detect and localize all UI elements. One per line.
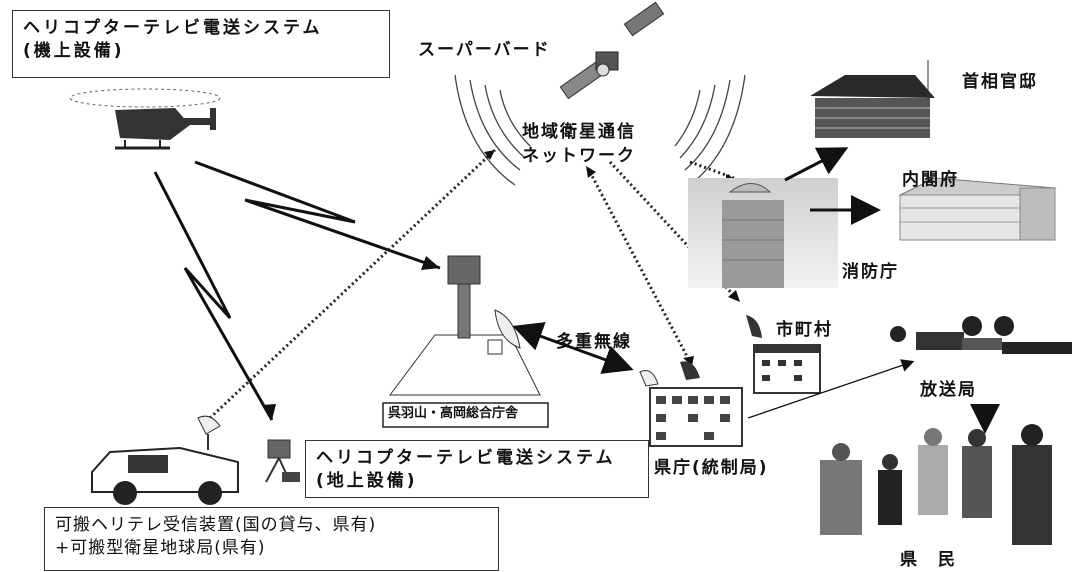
citizens-group-icon: [820, 424, 1052, 545]
arrowhead: [484, 150, 495, 160]
superbird-label: スーパーバード: [418, 40, 551, 60]
portable-equipment-line2: +可搬型衛星地球局(県有): [55, 537, 266, 558]
broadcaster-label: 放送局: [920, 380, 977, 400]
fdma-building-image: [688, 178, 838, 288]
municipalities-label: 市町村: [776, 320, 833, 340]
portable-receiver-van-icon: [91, 415, 239, 505]
multiplex-radio-arrow: [512, 322, 634, 374]
prefectural-office-building-icon: [639, 361, 743, 447]
arrowhead: [586, 166, 596, 178]
heli-onboard-title: ヘリコプターテレビ電送システム: [23, 18, 323, 38]
municipal-building-icon: [746, 315, 821, 394]
cabinet-office-building-image: [898, 177, 1057, 241]
heli-onboard-subtitle: (機上設備): [23, 40, 125, 61]
arrow-to-pm-office: [784, 147, 849, 182]
ground-equipment-box: ヘリコプターテレビ電送システム (地上設備): [305, 440, 649, 498]
fdma-label: 消防庁: [842, 262, 899, 282]
ground-antenna-icon: [265, 439, 300, 483]
cabinet-office-label: 内閣府: [902, 170, 959, 190]
satellite-icon: [559, 1, 665, 100]
network-label-line2: ネットワーク: [522, 146, 636, 166]
arrowhead: [421, 256, 440, 270]
helicopter-icon: [69, 88, 221, 150]
heli-onboard-box: ヘリコプターテレビ電送システム (機上設備): [12, 10, 390, 78]
portable-equipment-line1: 可搬ヘリテレ受信装置(国の貸与、県有): [55, 515, 377, 535]
arrowhead: [262, 404, 276, 420]
pref-office-label: 県庁(統制局): [654, 458, 769, 478]
radio-link-zigzag: [153, 160, 441, 421]
relay-station-icon: [389, 255, 541, 396]
portable-equipment-box: 可搬ヘリテレ受信装置(国の貸与、県有) +可搬型衛星地球局(県有): [44, 507, 499, 571]
relay-station-label-box: [382, 402, 549, 428]
satellite-signal-arcs: [454, 74, 746, 186]
citizens-label: 県 民: [900, 550, 957, 570]
pm-office-label: 首相官邸: [962, 72, 1038, 92]
ground-equipment-subtitle: (地上設備): [316, 470, 418, 491]
arrowhead: [728, 290, 740, 302]
multiplex-radio-label: 多重無線: [556, 332, 632, 352]
arrow-to-broadcaster: [747, 359, 915, 419]
pm-office-building-image: [810, 60, 935, 138]
relay-station-label: 呉羽山・高岡総合庁舎: [388, 406, 519, 421]
network-label-line1: 地域衛星通信: [522, 122, 636, 142]
ground-equipment-title: ヘリコプターテレビ電送システム: [316, 448, 616, 468]
broadcaster-equipment-icon: [890, 316, 1072, 354]
